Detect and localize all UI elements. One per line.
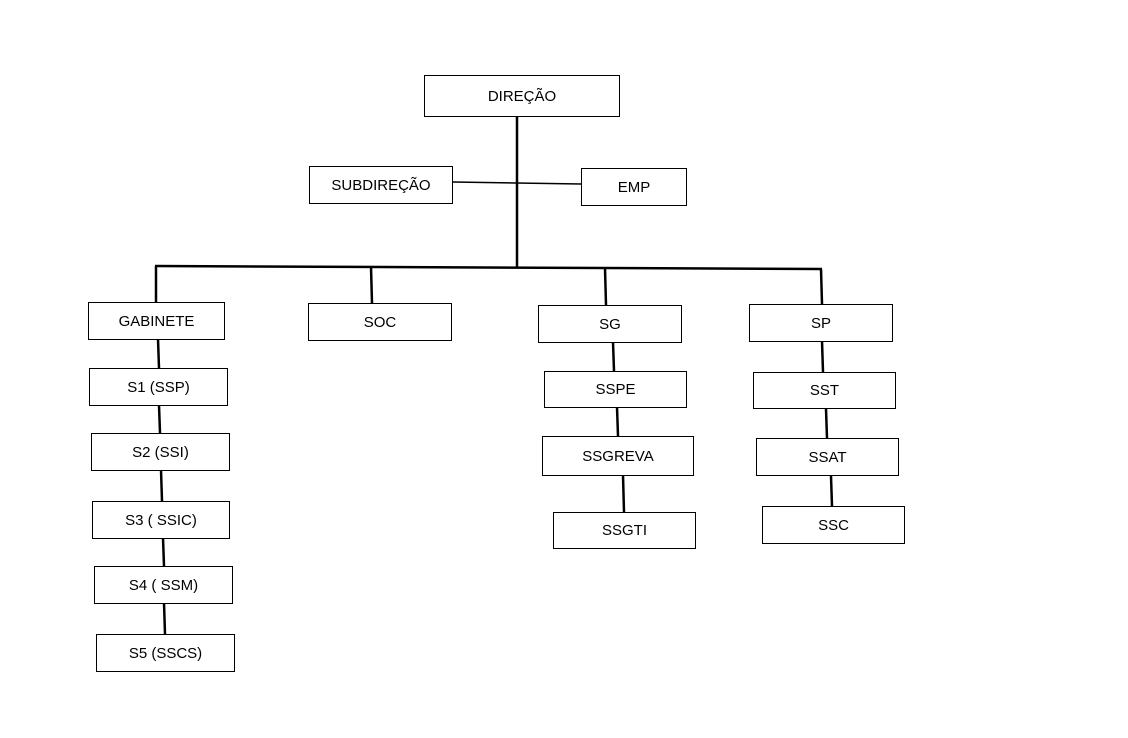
connector-sg-sspe — [611, 341, 616, 372]
node-s4: S4 ( SSM) — [94, 566, 233, 604]
node-sspe: SSPE — [544, 371, 687, 408]
node-s2: S2 (SSI) — [91, 433, 230, 471]
node-ssat: SSAT — [756, 438, 899, 476]
node-soc: SOC — [308, 303, 452, 341]
connector-staff — [452, 181, 582, 185]
connector-gabinete-s1 — [156, 338, 161, 369]
connector-sp-sst — [820, 340, 825, 373]
connector-drop-sp — [819, 268, 824, 305]
connector-ssat-ssc — [829, 475, 834, 507]
node-subdirecao: SUBDIREÇÃO — [309, 166, 453, 204]
connector-drop-sg — [603, 267, 608, 306]
node-direcao: DIREÇÃO — [424, 75, 620, 117]
node-sg: SG — [538, 305, 682, 343]
connector-sst-ssat — [824, 408, 829, 439]
node-s1: S1 (SSP) — [89, 368, 228, 406]
node-s5: S5 (SSCS) — [96, 634, 235, 672]
connector-drop-soc — [369, 266, 374, 304]
node-emp: EMP — [581, 168, 687, 206]
connector-s2-s3 — [159, 469, 164, 502]
connector-sspe-ssgreva — [615, 406, 620, 437]
connector-s3-s4 — [161, 537, 166, 567]
connector-ssgreva-ssgti — [621, 474, 626, 513]
connector-s1-s2 — [157, 404, 162, 434]
connector-branch-bar — [154, 264, 823, 271]
node-ssgti: SSGTI — [553, 512, 696, 549]
node-ssc: SSC — [762, 506, 905, 544]
node-ssgreva: SSGREVA — [542, 436, 694, 476]
node-s3: S3 ( SSIC) — [92, 501, 230, 539]
node-gabinete: GABINETE — [88, 302, 225, 340]
connector-s4-s5 — [162, 602, 167, 635]
node-sp: SP — [749, 304, 893, 342]
node-sst: SST — [753, 372, 896, 409]
